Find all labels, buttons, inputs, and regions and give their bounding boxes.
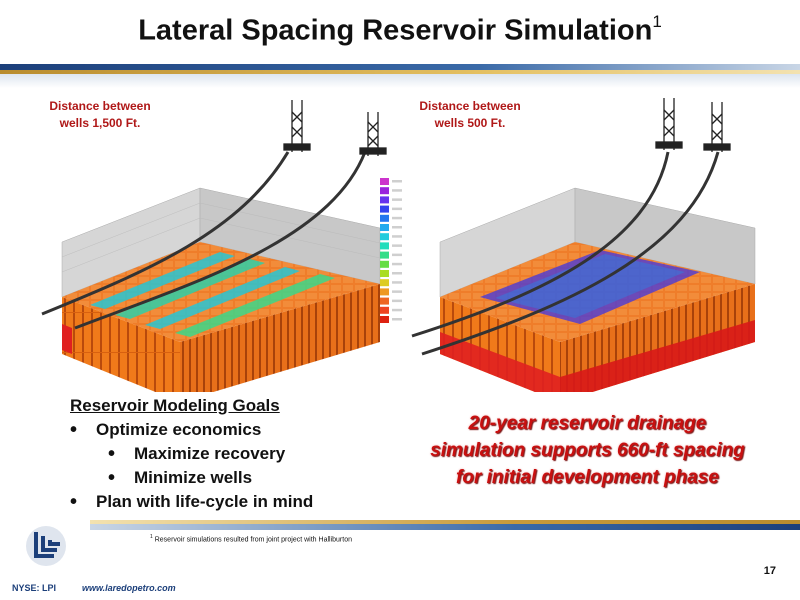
goal-item-2: • Maximize recovery (70, 442, 313, 466)
legend-swatch (380, 306, 389, 314)
goals-heading: Reservoir Modeling Goals (70, 396, 280, 415)
sim-caption-left-line1: Distance between (49, 99, 151, 113)
slide-title: Lateral Spacing Reservoir Simulation1 (0, 12, 800, 48)
goal-item-1: • Optimize economics (70, 418, 313, 442)
footnote-marker: 1 (150, 534, 153, 540)
goal-item-4: • Plan with life-cycle in mind (70, 490, 313, 514)
reservoir-simulation-left (41, 100, 402, 392)
legend-tick (392, 318, 402, 321)
footer-band-blue (90, 524, 800, 530)
legend-tick (392, 290, 402, 293)
legend-swatch (380, 196, 389, 204)
goal-item-text: Optimize economics (96, 420, 262, 439)
sim-caption-right: Distance between wells 500 Ft. (400, 98, 540, 132)
legend-tick (392, 308, 402, 312)
legend-tick (392, 235, 402, 238)
legend-tick (392, 226, 402, 229)
legend-tick (392, 244, 402, 247)
legend-swatch (380, 233, 389, 241)
bullet-icon: • (70, 490, 78, 513)
footnote: 1 Reservoir simulations resulted from jo… (150, 534, 352, 543)
goal-item-text: Minimize wells (134, 468, 253, 487)
legend-swatch (380, 316, 389, 323)
legend-swatch (380, 270, 389, 277)
legend-tick (392, 189, 402, 192)
company-logo (26, 526, 66, 566)
callout-line3: for initial development phase (456, 467, 719, 488)
header-band-fade (0, 74, 800, 88)
legend-swatch (380, 288, 389, 296)
footer-band-gold (90, 520, 800, 524)
sim-color-legend (380, 178, 402, 323)
goal-item-text: Maximize recovery (134, 444, 286, 463)
legend-tick (392, 299, 402, 303)
sim-caption-left-line2: wells 1,500 Ft. (59, 116, 141, 130)
legend-tick (392, 198, 402, 201)
title-footnote-marker: 1 (652, 12, 662, 31)
legend-swatch (380, 187, 389, 195)
legend-swatch (380, 251, 389, 259)
spacing-callout: 20-year reservoir drainage simulation su… (400, 410, 775, 491)
footnote-text: Reservoir simulations resulted from join… (154, 536, 352, 544)
header-band-gold (0, 70, 800, 74)
legend-tick (392, 216, 402, 220)
legend-tick (392, 180, 402, 183)
legend-swatch (380, 214, 389, 222)
sim-caption-right-line2: wells 500 Ft. (434, 116, 506, 130)
bullet-icon: • (108, 442, 116, 465)
reservoir-simulation-right (411, 98, 756, 392)
goal-item-3: • Minimize wells (70, 466, 313, 490)
legend-swatch (380, 205, 389, 213)
ticker-symbol: NYSE: LPI (12, 583, 57, 593)
legend-swatch (380, 279, 389, 287)
legend-swatch (380, 297, 389, 305)
legend-tick (392, 272, 402, 275)
callout-line1: 20-year reservoir drainage (468, 413, 707, 434)
website-link[interactable]: www.laredopetro.com (82, 583, 176, 593)
legend-swatch (380, 242, 389, 250)
legend-swatch (380, 260, 389, 268)
callout-line2: simulation supports 660-ft spacing (430, 440, 745, 461)
header-band-blue (0, 64, 800, 70)
legend-swatch (380, 224, 389, 231)
page-number: 17 (763, 565, 776, 577)
legend-tick (392, 262, 402, 266)
sim-caption-right-line1: Distance between (419, 99, 521, 113)
goal-item-text: Plan with life-cycle in mind (96, 492, 314, 511)
sim-caption-left: Distance between wells 1,500 Ft. (30, 98, 170, 132)
legend-tick (392, 253, 402, 257)
bullet-icon: • (70, 418, 78, 441)
legend-tick (392, 207, 402, 211)
slide-title-text: Lateral Spacing Reservoir Simulation (138, 14, 653, 47)
legend-swatch (380, 178, 389, 185)
reservoir-goals: Reservoir Modeling Goals • Optimize econo… (70, 396, 313, 514)
legend-tick (392, 281, 402, 284)
bullet-icon: • (108, 466, 116, 489)
